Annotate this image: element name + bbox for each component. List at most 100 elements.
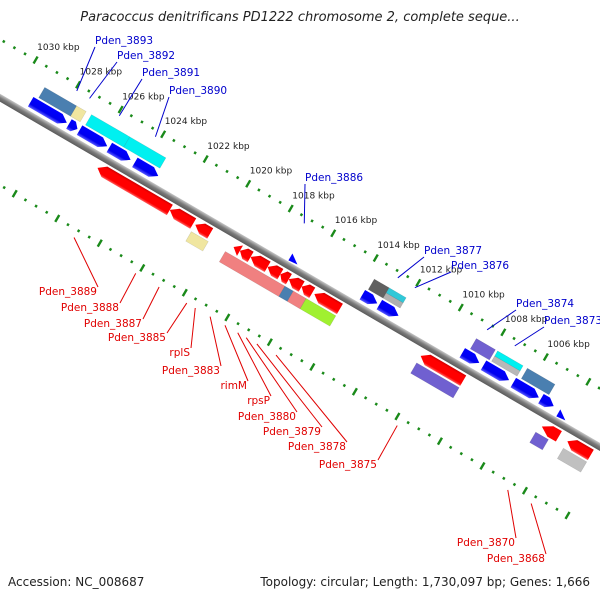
feature-Pden_3888[interactable]: [185, 231, 209, 252]
gene-arrow-Pden_3890[interactable]: [132, 157, 161, 181]
upper-scale-major-tick: [330, 229, 337, 238]
gene-label-Pden_3891[interactable]: Pden_3891: [142, 67, 200, 79]
feature-Pden_3890[interactable]: [123, 136, 167, 169]
gene-arrow-rimM[interactable]: [265, 262, 284, 280]
gene-label-Pden_3879[interactable]: Pden_3879: [263, 426, 321, 438]
gene-arrow-Pden_3887[interactable]: [192, 220, 214, 239]
gene-arrow-Pden_3873[interactable]: [480, 360, 512, 385]
gene-label-Pden_3880[interactable]: Pden_3880: [238, 411, 296, 423]
gene-label-Pden_3883[interactable]: Pden_3883: [162, 365, 220, 377]
lower-scale-major-tick: [96, 239, 103, 248]
upper-scale-major-tick: [202, 154, 209, 164]
gene-label-rpsP[interactable]: rpsP: [247, 395, 270, 407]
feature-Pden_3878[interactable]: [299, 298, 337, 327]
gene-label-Pden_3888[interactable]: Pden_3888: [61, 302, 119, 314]
scale-label: 1028 kbp: [80, 68, 123, 78]
gene-arrow-Pden_3872[interactable]: [510, 377, 542, 402]
scale-label: 1014 kbp: [377, 241, 420, 251]
upper-scale-minor-tick: [172, 138, 176, 143]
gene-arrow-Pden_3883[interactable]: [248, 252, 271, 272]
gene-arrow-Pden_3889[interactable]: [94, 163, 173, 216]
gene-arrow-Pden_3880[interactable]: [286, 274, 305, 292]
gene-label-Pden_3877[interactable]: Pden_3877: [424, 245, 482, 257]
feature-Pden_3870[interactable]: [529, 431, 549, 451]
leader-line: [256, 343, 323, 428]
upper-scale-minor-tick: [565, 367, 569, 372]
leader-line: [166, 302, 188, 334]
gene-label-Pden_3887[interactable]: Pden_3887: [84, 318, 142, 330]
lower-scale-major-tick: [224, 313, 231, 322]
leader-line: [76, 46, 96, 92]
lower-scale-minor-tick: [76, 229, 81, 233]
upper-scale-minor-tick: [554, 361, 559, 365]
gene-label-rplS[interactable]: rplS: [169, 347, 190, 359]
gene-arrow-Pden_3878[interactable]: [311, 289, 343, 315]
gene-label-Pden_3890[interactable]: Pden_3890: [169, 85, 227, 97]
gene-label-Pden_3889[interactable]: Pden_3889: [39, 286, 97, 298]
gene-arrow-Pden_3870[interactable]: [539, 421, 562, 442]
gene-label-Pden_3868[interactable]: Pden_3868: [487, 553, 545, 565]
gene-arrow-rpsP[interactable]: [277, 269, 292, 285]
gene-arrow-Pden_3875[interactable]: [418, 351, 467, 386]
upper-scale-minor-tick: [225, 169, 229, 174]
gene-label-Pden_3885[interactable]: Pden_3885: [108, 332, 166, 344]
feature-Pden_3873b[interactable]: [491, 355, 521, 377]
scale-label: 1020 kbp: [250, 167, 293, 177]
gene-label-Pden_3893[interactable]: Pden_3893: [95, 35, 153, 47]
upper-scale-minor-tick: [55, 70, 59, 75]
lower-scale-minor-tick: [300, 359, 304, 363]
lower-scale-minor-tick: [34, 204, 38, 208]
gene-arrow-Pden_3874[interactable]: [459, 348, 483, 367]
genome-title: Paracoccus denitrificans PD1222 chromoso…: [80, 10, 520, 25]
upper-scale-minor-tick: [97, 95, 102, 99]
feature-Pden_3875[interactable]: [410, 362, 460, 399]
feature-Pden_3876b[interactable]: [382, 292, 404, 309]
gene-label-rimM[interactable]: rimM: [220, 380, 247, 392]
upper-scale-major-tick: [415, 278, 422, 287]
gene-label-Pden_3870[interactable]: Pden_3870: [457, 537, 515, 549]
feature-Pden_3868[interactable]: [556, 447, 588, 473]
gene-arrow-Pden_3876[interactable]: [376, 299, 402, 321]
gene-label-Pden_3875[interactable]: Pden_3875: [319, 459, 377, 471]
gene-arrow-Pden_3891b[interactable]: [106, 142, 134, 165]
leader-line: [514, 326, 545, 347]
gene-arrow-Pden_3877[interactable]: [359, 290, 380, 308]
feature-Pden_3872[interactable]: [520, 367, 556, 396]
gene-arrow-Pden_3893[interactable]: [27, 96, 70, 128]
gene-arrow-Pden_3886[interactable]: [288, 253, 301, 265]
gene-arrow-Pden_3888[interactable]: [167, 205, 197, 229]
feature-Pden_3874[interactable]: [469, 338, 496, 361]
gene-label-Pden_3886[interactable]: Pden_3886: [305, 172, 363, 184]
gene-label-Pden_3874[interactable]: Pden_3874: [516, 298, 574, 310]
lower-scale-major-tick: [479, 461, 486, 470]
gene-arrow-Pden_3868[interactable]: [564, 436, 594, 461]
gene-arrow-Pden_3891a[interactable]: [76, 125, 110, 151]
upper-scale-minor-tick: [363, 250, 367, 254]
leader-line: [209, 316, 222, 367]
lower-scale-minor-tick: [119, 253, 123, 258]
lower-scale-minor-tick: [257, 334, 262, 338]
upper-scale-major-tick: [457, 303, 464, 312]
gene-label-Pden_3892[interactable]: Pden_3892: [117, 50, 175, 62]
upper-scale-minor-tick: [299, 213, 304, 217]
leader-line: [303, 183, 306, 224]
feature-Pden_3892[interactable]: [70, 105, 87, 123]
lower-scale-minor-tick: [66, 222, 70, 227]
gene-label-Pden_3873[interactable]: Pden_3873: [544, 315, 600, 327]
gene-arrow-Pden_3879[interactable]: [299, 281, 316, 298]
upper-scale-minor-tick: [2, 39, 6, 44]
gene-arrow-Pden_3871[interactable]: [538, 393, 556, 411]
gene-label-Pden_3878[interactable]: Pden_3878: [288, 441, 346, 453]
lower-scale-major-tick: [436, 437, 443, 446]
upper-scale-minor-tick: [278, 200, 282, 205]
gene-arrow-rplS[interactable]: [237, 246, 254, 263]
upper-scale-major-tick: [160, 130, 167, 139]
gene-arrow-Pden_3885[interactable]: [231, 242, 243, 256]
leader-line: [245, 337, 298, 413]
gene-label-Pden_3876[interactable]: Pden_3876: [451, 260, 509, 272]
gene-arrow-Pden_3869[interactable]: [556, 409, 569, 421]
upper-scale-minor-tick: [235, 175, 240, 180]
gene-arrow-Pden_3892[interactable]: [66, 119, 80, 133]
leader-line: [530, 503, 547, 555]
